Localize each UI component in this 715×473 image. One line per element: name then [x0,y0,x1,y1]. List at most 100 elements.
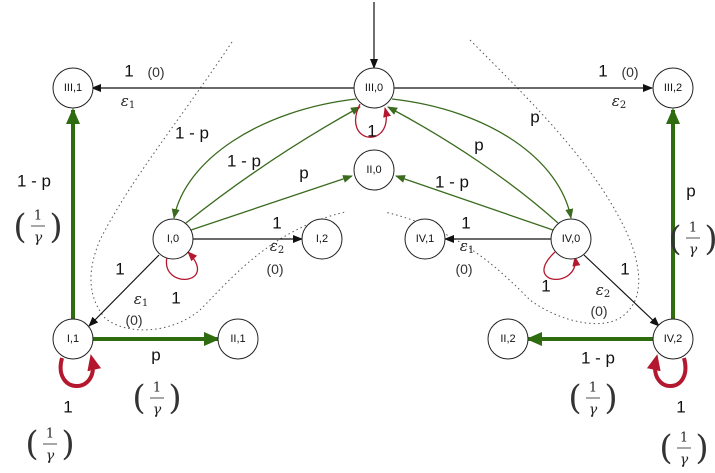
svg-text:II,1: II,1 [230,333,245,345]
svg-text:(: ( [132,378,145,418]
label-III0-III1-reward: (0) [147,64,164,80]
edge-I0-I1 [88,254,160,327]
edge-IV0-III0 [387,106,559,224]
svg-text:1: 1 [34,209,42,224]
node-II1[interactable]: II,1 [217,318,259,360]
label-I0-I2-eps: ε2 [270,237,284,256]
right-region-outline [384,39,640,324]
svg-text:III,0: III,0 [365,82,383,94]
node-I1[interactable]: I,1 [52,318,94,360]
node-II0[interactable]: II,0 [353,149,395,191]
label-IV0-III0: p [474,136,483,155]
svg-text:(: ( [13,207,26,247]
label-III0-III1-eps: ε1 [121,92,135,111]
label-IV2-self-prob: 1 [676,398,685,417]
label-IV0-IV1-eps: ε1 [460,237,474,256]
svg-text:γ: γ [589,402,598,418]
label-IV0-IV1-prob: 1 [461,214,470,233]
self-loop-IV2 [646,354,688,388]
svg-text:1: 1 [680,431,688,446]
svg-text:1: 1 [689,221,697,236]
svg-text:(: ( [668,219,681,259]
label-IV2-II2-prob: 1 - p [581,349,615,368]
svg-text:γ: γ [680,452,689,468]
label-I1-II1-prob: p [151,346,160,365]
label-IV0-IV2-prob: 1 [620,260,629,279]
svg-text:III,1: III,1 [64,82,82,94]
label-III0-III2-reward: (0) [621,64,638,80]
svg-text:IV,0: IV,0 [562,233,581,245]
svg-text:): ) [61,424,74,464]
self-loop-I0 [165,251,198,280]
svg-text:): ) [695,428,708,468]
label-IV2-self-frac: ( 1 γ ) [659,428,708,468]
svg-text:1: 1 [153,381,161,396]
svg-text:γ: γ [689,242,698,258]
label-I1-self-frac: ( 1 γ ) [25,424,74,464]
label-I1-III1-prob: 1 - p [17,172,51,191]
svg-text:I,0: I,0 [167,233,179,245]
label-III0-III2-eps: ε2 [612,92,626,111]
edge-IV0-II0 [395,175,554,231]
node-IV0[interactable]: IV,0 [550,218,592,260]
label-IV0-IV2-eps: ε2 [596,281,610,300]
label-I0-I1-prob: 1 [115,260,124,279]
edge-III0-IV0 [391,98,574,219]
svg-text:II,2: II,2 [500,333,515,345]
label-III0-IV0: p [530,108,539,127]
svg-text:1: 1 [46,427,54,442]
svg-text:I,2: I,2 [316,233,328,245]
svg-text:IV,1: IV,1 [416,233,435,245]
label-I0-II0: p [299,164,308,183]
label-IV2-II2-frac: ( 1 γ ) [568,378,617,418]
label-I0-I2-prob: 1 [272,214,281,233]
edge-IV0-IV2 [583,254,660,327]
svg-text:I,1: I,1 [67,333,79,345]
svg-text:): ) [49,207,62,247]
label-IV0-IV2-reward: (0) [590,303,607,319]
label-IV0-self: 1 [541,277,550,296]
label-IV2-III2-frac: ( 1 γ ) [668,219,715,259]
label-I1-III1-frac: ( 1 γ ) [13,207,62,247]
node-II2[interactable]: II,2 [487,318,529,360]
node-I0[interactable]: I,0 [152,218,194,260]
svg-text:γ: γ [34,230,43,246]
svg-text:1: 1 [589,381,597,396]
self-loop-III0 [354,103,391,138]
label-IV0-II0: 1 - p [435,173,469,192]
svg-text:): ) [604,378,617,418]
label-I0-III0: 1 - p [227,152,261,171]
self-loop-IV0 [543,251,581,280]
label-III0-III1-prob: 1 [124,62,133,81]
label-I1-self-prob: 1 [63,398,72,417]
label-IV2-III2-prob: p [686,182,695,201]
node-III0[interactable]: III,0 [353,67,395,109]
node-IV1[interactable]: IV,1 [404,218,446,260]
edge-I0-III0 [185,106,361,224]
self-loop-I1 [58,354,102,388]
label-III0-self: 1 [367,122,376,141]
node-I2[interactable]: I,2 [301,218,343,260]
svg-text:III,2: III,2 [664,82,682,94]
edge-III0-I0 [171,98,357,219]
svg-text:(: ( [659,428,672,468]
label-I0-I1-reward: (0) [125,312,142,328]
edge-I0-II0 [190,175,353,231]
svg-text:II,0: II,0 [366,164,381,176]
node-III1[interactable]: III,1 [52,67,94,109]
label-I0-I1-eps: ε1 [134,290,148,309]
label-I0-I2-reward: (0) [266,261,283,277]
svg-text:γ: γ [153,402,162,418]
svg-text:γ: γ [46,448,55,464]
node-IV2[interactable]: IV,2 [652,318,694,360]
label-IV0-IV1-reward: (0) [455,261,472,277]
label-I1-II1-frac: ( 1 γ ) [132,378,181,418]
svg-text:(: ( [25,424,38,464]
left-region-outline [90,41,346,331]
label-III0-III2-prob: 1 [598,62,607,81]
node-III2[interactable]: III,2 [652,67,694,109]
svg-text:IV,2: IV,2 [664,333,683,345]
svg-text:): ) [168,378,181,418]
label-III0-I0: 1 - p [175,124,209,143]
